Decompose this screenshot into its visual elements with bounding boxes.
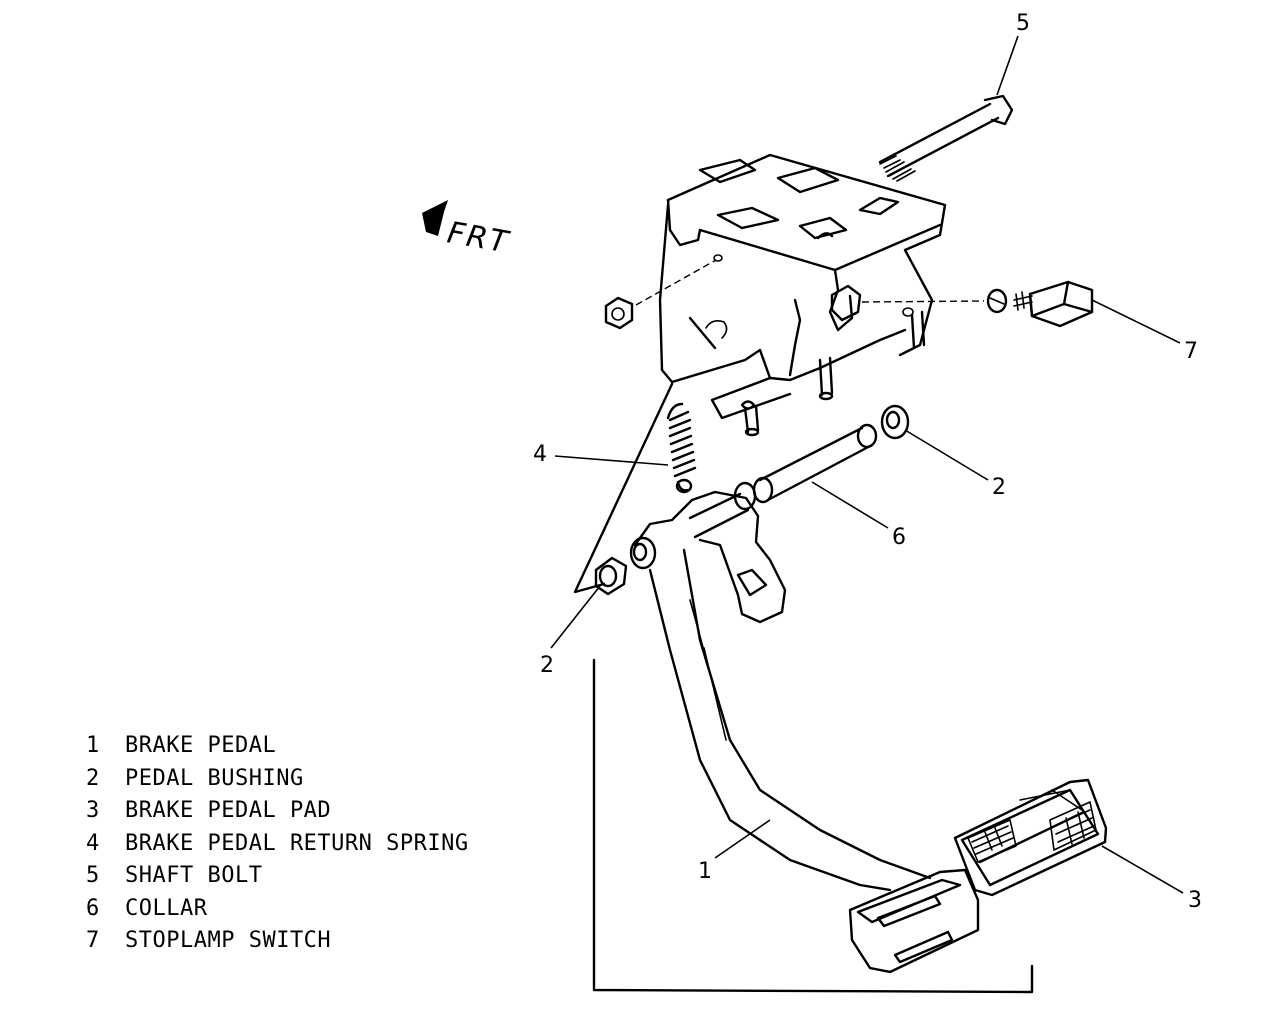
legend-item: 3 BRAKE PEDAL PAD [86, 795, 469, 828]
callout-6: 6 [892, 525, 906, 550]
legend-number: 4 [86, 830, 100, 856]
legend-item: 6 COLLAR [86, 893, 469, 926]
pedal-bushing-right [880, 404, 910, 440]
stoplamp-switch [830, 280, 1094, 328]
bracket-nut [604, 296, 634, 330]
callout-2-right: 2 [992, 475, 1006, 500]
shaft-bolt [878, 94, 1014, 182]
assembly-bracket-line [592, 658, 1034, 994]
callout-7: 7 [1184, 339, 1198, 364]
front-orientation-label: FRT [445, 215, 513, 260]
legend-item: 7 STOPLAMP SWITCH [86, 925, 469, 958]
callout-5: 5 [1016, 11, 1030, 36]
front-arrow-icon [422, 200, 448, 236]
legend-text: BRAKE PEDAL PAD [125, 798, 332, 823]
pedal-bracket [658, 153, 947, 437]
leader-lines [550, 35, 1184, 894]
return-spring [666, 402, 697, 494]
legend-number: 1 [86, 733, 100, 758]
legend-item: 5 SHAFT BOLT [86, 860, 469, 893]
legend-text: COLLAR [125, 895, 208, 921]
legend-item: 4 BRAKE PEDAL RETURN SPRING [86, 828, 469, 861]
callout-2-left: 2 [540, 653, 554, 678]
legend-number: 6 [86, 895, 100, 921]
parts-legend: 1 BRAKE PEDAL 2 PEDAL BUSHING 3 BRAKE PE… [86, 730, 469, 958]
brake-pedal-pad [953, 778, 1108, 897]
legend-text: PEDAL BUSHING [125, 765, 304, 791]
legend-text: SHAFT BOLT [125, 863, 263, 888]
collar [752, 423, 878, 504]
legend-number: 5 [86, 863, 100, 888]
legend-text: BRAKE PEDAL RETURN SPRING [125, 830, 469, 856]
callout-1: 1 [698, 859, 712, 884]
legend-number: 3 [86, 798, 100, 823]
legend-item: 1 BRAKE PEDAL [86, 730, 469, 763]
legend-text: STOPLAMP SWITCH [125, 928, 332, 953]
legend-item: 2 PEDAL BUSHING [86, 763, 469, 796]
legend-number: 2 [86, 765, 100, 791]
legend-text: BRAKE PEDAL [125, 733, 277, 758]
callout-3: 3 [1188, 888, 1202, 913]
callout-4: 4 [533, 442, 547, 467]
pedal-bushing-left [594, 556, 628, 596]
brake-pedal-arm [629, 481, 980, 974]
legend-number: 7 [86, 928, 100, 953]
